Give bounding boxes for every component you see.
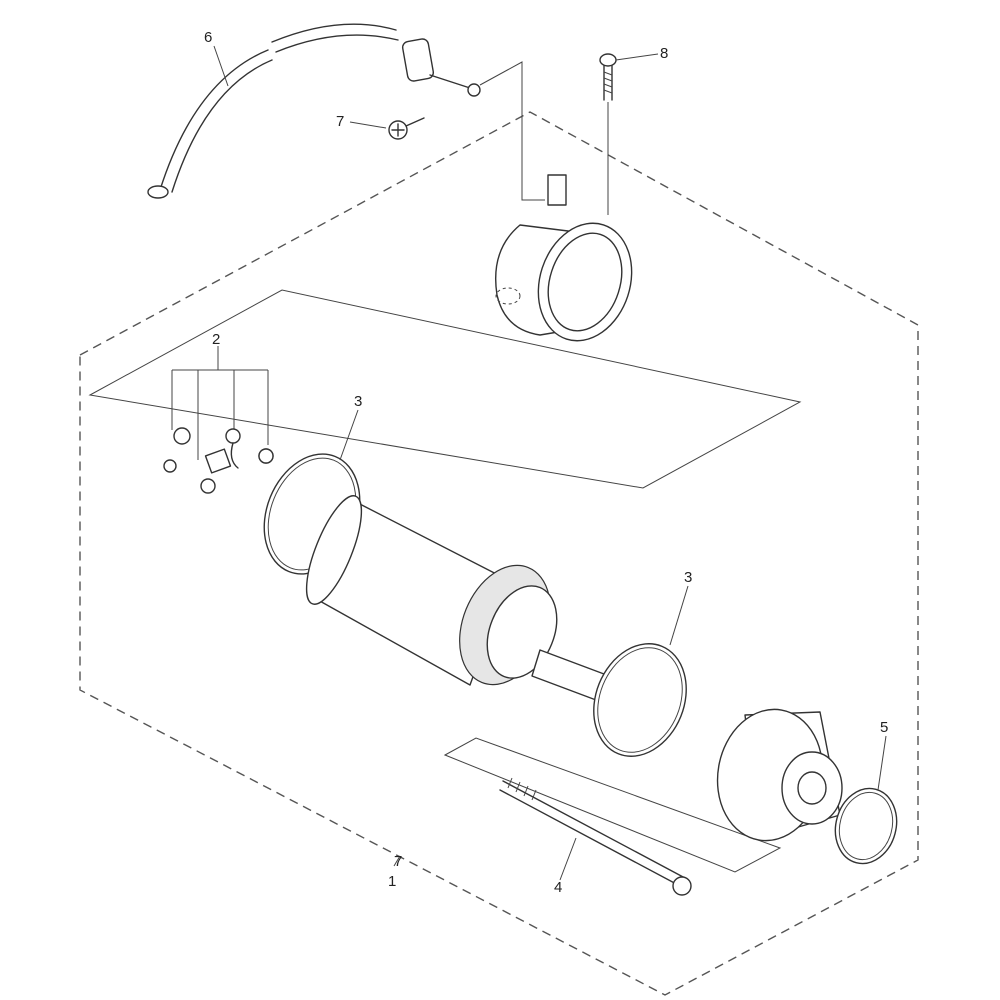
callout-7-upper: 7 [336,113,344,130]
o-ring-part-5 [834,787,898,865]
callout-7-lower: 7 [394,853,402,870]
brush-plate-frame [88,289,802,489]
armature [305,495,654,711]
through-bolt-frame [443,737,782,873]
o-ring-part-3-right [593,643,687,757]
bolt-part-8 [599,53,617,101]
callout-1: 1 [388,873,396,890]
assembly-dashed-frame [79,111,919,996]
callout-8: 8 [660,45,668,62]
front-cover [716,708,843,842]
callout-5: 5 [880,719,888,736]
lead-wire-part-6 [147,23,481,199]
callout-6: 6 [204,29,212,46]
rear-housing [495,174,633,342]
callout-2: 2 [212,331,220,348]
brush-set-part-2 [163,369,274,494]
callout-3-left: 3 [354,393,362,410]
through-bolt-part-4 [499,777,692,896]
callout-4: 4 [554,879,562,896]
callout-3-right: 3 [684,569,692,586]
screw-part-7-upper [388,117,425,140]
screw-part-7-lower [258,448,274,464]
